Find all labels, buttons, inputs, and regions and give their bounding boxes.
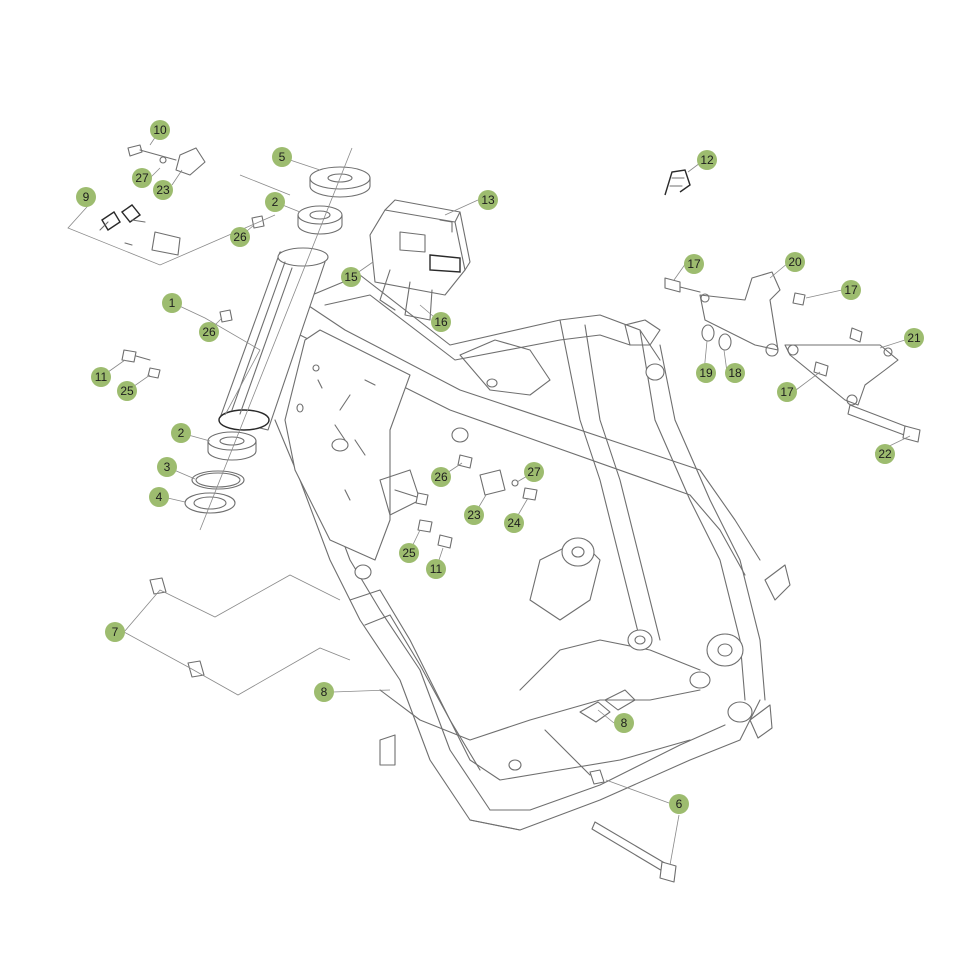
callout-5-label: 5 xyxy=(279,150,286,164)
callout-11: 11 xyxy=(426,559,446,579)
callout-6-label: 6 xyxy=(676,797,683,811)
callout-26-label: 26 xyxy=(233,230,247,244)
callout-27-label: 27 xyxy=(527,465,541,479)
callout-20-label: 20 xyxy=(788,255,802,269)
callout-23-label: 23 xyxy=(156,183,170,197)
callout-16: 16 xyxy=(431,312,451,332)
callout-11-label: 11 xyxy=(95,370,108,384)
callout-26: 26 xyxy=(431,467,451,487)
callout-4-label: 4 xyxy=(156,490,163,504)
callout-24: 24 xyxy=(504,513,524,533)
callout-13: 13 xyxy=(478,190,498,210)
callout-13-label: 13 xyxy=(481,193,495,207)
rear-mount-brackets xyxy=(699,271,921,443)
o-ring xyxy=(191,470,245,490)
ignition-coil xyxy=(369,199,471,321)
leader-lines xyxy=(67,129,911,866)
callout-10-label: 10 xyxy=(153,123,167,137)
callout-12-label: 12 xyxy=(700,153,714,167)
callout-11: 11 xyxy=(91,367,111,387)
callout-26-label: 26 xyxy=(434,470,448,484)
callout-1-label: 1 xyxy=(169,296,176,310)
callout-4: 4 xyxy=(149,487,169,507)
callout-11-label: 11 xyxy=(430,562,443,576)
callout-5: 5 xyxy=(272,147,292,167)
callout-16-label: 16 xyxy=(434,315,448,329)
callout-26-label: 26 xyxy=(202,325,216,339)
callout-12: 12 xyxy=(697,150,717,170)
steering-lock xyxy=(99,204,181,256)
callout-25: 25 xyxy=(399,543,419,563)
callout-8: 8 xyxy=(314,682,334,702)
callout-8-label: 8 xyxy=(321,685,328,699)
callout-17-label: 17 xyxy=(780,385,794,399)
callout-25: 25 xyxy=(117,381,137,401)
callout-17-label: 17 xyxy=(687,257,701,271)
callout-2: 2 xyxy=(171,423,191,443)
hose-clamp xyxy=(664,169,691,196)
callout-27-label: 27 xyxy=(135,171,149,185)
callout-9-label: 9 xyxy=(83,190,90,204)
hardware-fasteners xyxy=(121,277,863,883)
callout-1: 1 xyxy=(162,293,182,313)
callout-21-label: 21 xyxy=(907,331,921,345)
callout-21: 21 xyxy=(904,328,924,348)
callout-17-label: 17 xyxy=(844,283,858,297)
callout-23: 23 xyxy=(464,505,484,525)
callout-22-label: 22 xyxy=(878,447,892,461)
callout-27: 27 xyxy=(132,168,152,188)
callout-18: 18 xyxy=(725,363,745,383)
callout-7: 7 xyxy=(105,622,125,642)
callout-23-label: 23 xyxy=(467,508,481,522)
callout-17: 17 xyxy=(777,382,797,402)
callout-23: 23 xyxy=(153,180,173,200)
callout-19: 19 xyxy=(696,363,716,383)
callout-22: 22 xyxy=(875,444,895,464)
callout-19-label: 19 xyxy=(699,366,713,380)
callout-15-label: 15 xyxy=(344,270,358,284)
clamp-assembly-top xyxy=(127,144,265,323)
callout-8-label: 8 xyxy=(621,716,628,730)
upper-bearing xyxy=(297,205,343,235)
callout-10: 10 xyxy=(150,120,170,140)
callout-26: 26 xyxy=(199,322,219,342)
callout-26: 26 xyxy=(230,227,250,247)
callout-3: 3 xyxy=(157,457,177,477)
callout-15: 15 xyxy=(341,267,361,287)
callout-9: 9 xyxy=(76,187,96,207)
callout-2: 2 xyxy=(265,192,285,212)
motorcycle-frame xyxy=(274,274,791,831)
steering-head-tube xyxy=(218,247,329,431)
dust-seal xyxy=(184,492,236,514)
callout-8: 8 xyxy=(614,713,634,733)
lower-bearing xyxy=(207,431,257,461)
callout-3-label: 3 xyxy=(164,460,171,474)
callout-18-label: 18 xyxy=(728,366,742,380)
callout-25-label: 25 xyxy=(120,384,134,398)
callout-17: 17 xyxy=(841,280,861,300)
top-seal-ring xyxy=(309,166,371,198)
callout-2-label: 2 xyxy=(272,195,279,209)
callout-27: 27 xyxy=(524,462,544,482)
callout-7-label: 7 xyxy=(112,625,119,639)
callout-17: 17 xyxy=(684,254,704,274)
callout-20: 20 xyxy=(785,252,805,272)
callout-25-label: 25 xyxy=(402,546,416,560)
callout-2-label: 2 xyxy=(178,426,185,440)
callout-6: 6 xyxy=(669,794,689,814)
callout-24-label: 24 xyxy=(507,516,521,530)
